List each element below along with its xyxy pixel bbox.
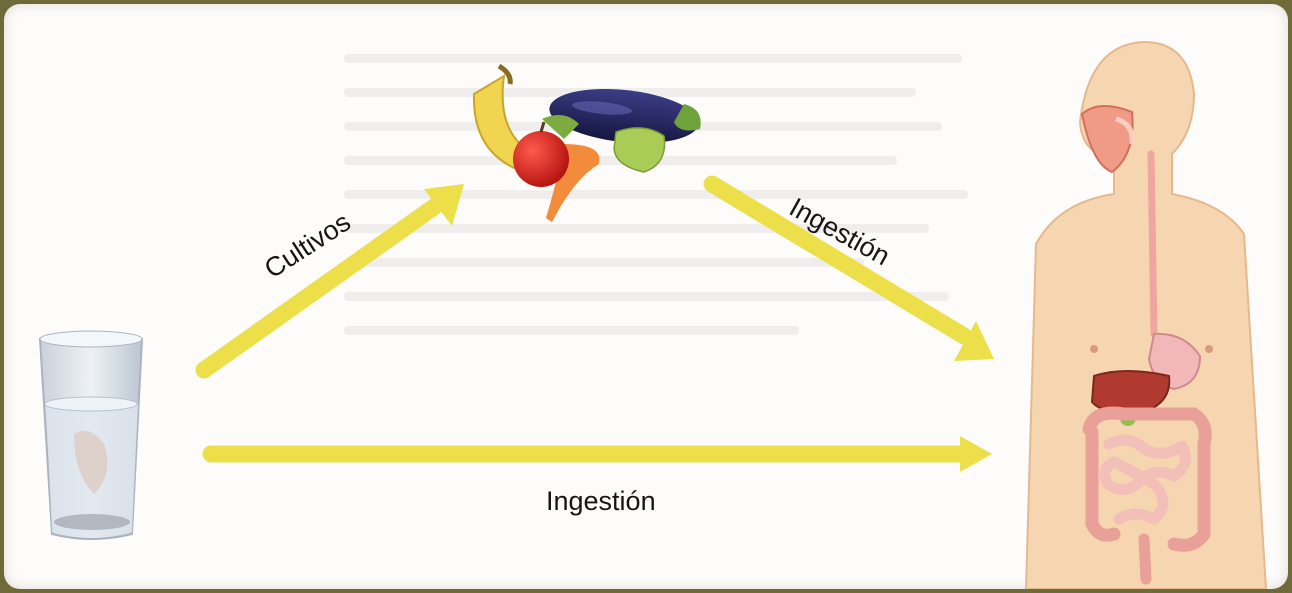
arrow-crops-to-body	[712, 184, 994, 361]
human-digestive-system-icon	[1026, 42, 1266, 589]
ingestion-bottom-arrow-label: Ingestión	[546, 486, 656, 517]
arrow-glass-to-body	[211, 436, 992, 472]
vegetables-fruit-icon	[474, 66, 701, 222]
diagram-panel: Cultivos Ingestión Ingestión	[4, 4, 1288, 589]
water-glass-icon	[40, 331, 142, 539]
